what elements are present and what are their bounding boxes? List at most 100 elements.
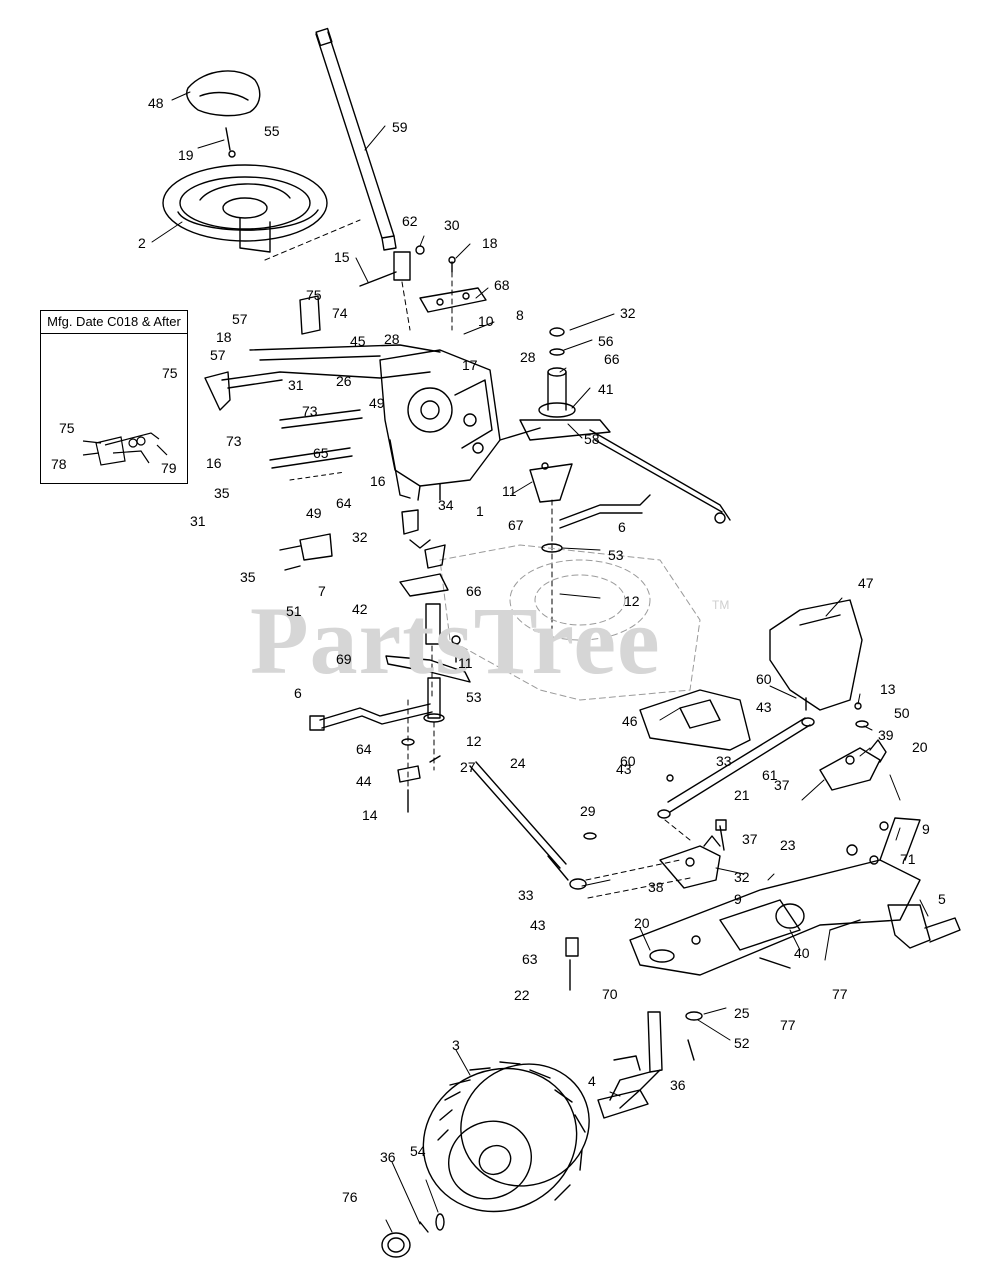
part-callout[interactable]: 75 [306,287,322,303]
part-callout[interactable]: 14 [362,807,378,823]
part-callout[interactable]: 42 [352,601,368,617]
part-callout[interactable]: 8 [516,307,524,323]
part-callout[interactable]: 53 [466,689,482,705]
part-callout[interactable]: 52 [734,1035,750,1051]
part-callout[interactable]: 71 [900,851,916,867]
part-callout[interactable]: 32 [620,305,636,321]
inset-callout-78[interactable]: 78 [51,456,67,472]
part-callout[interactable]: 27 [460,759,476,775]
part-callout[interactable]: 39 [878,727,894,743]
part-callout[interactable]: 33 [518,887,534,903]
part-callout[interactable]: 69 [336,651,352,667]
part-callout[interactable]: 33 [716,753,732,769]
part-callout[interactable]: 64 [336,495,352,511]
part-callout[interactable]: 10 [478,313,494,329]
part-callout[interactable]: 37 [742,831,758,847]
part-callout[interactable]: 75 [162,365,178,381]
part-callout[interactable]: 16 [206,455,222,471]
part-callout[interactable]: 24 [510,755,526,771]
part-callout[interactable]: 6 [618,519,626,535]
part-callout[interactable]: 23 [780,837,796,853]
part-callout[interactable]: 20 [912,739,928,755]
part-callout[interactable]: 55 [264,123,280,139]
part-callout[interactable]: 65 [313,445,329,461]
part-callout[interactable]: 20 [634,915,650,931]
part-callout[interactable]: 18 [482,235,498,251]
part-callout[interactable]: 76 [342,1189,358,1205]
part-callout[interactable]: 43 [530,917,546,933]
part-callout[interactable]: 60 [756,671,772,687]
part-callout[interactable]: 77 [832,986,848,1002]
part-callout[interactable]: 12 [466,733,482,749]
part-callout[interactable]: 11 [502,483,517,499]
part-callout[interactable]: 43 [616,761,632,777]
part-callout[interactable]: 35 [214,485,230,501]
part-callout[interactable]: 61 [762,767,778,783]
inset-callout-79[interactable]: 79 [161,460,177,476]
part-callout[interactable]: 13 [880,681,896,697]
part-callout[interactable]: 40 [794,945,810,961]
part-callout[interactable]: 7 [318,583,326,599]
part-callout[interactable]: 4 [588,1073,596,1089]
part-callout[interactable]: 64 [356,741,372,757]
part-callout[interactable]: 9 [734,891,742,907]
part-callout[interactable]: 22 [514,987,530,1003]
part-callout[interactable]: 45 [350,333,366,349]
part-callout[interactable]: 43 [756,699,772,715]
part-callout[interactable]: 37 [774,777,790,793]
part-callout[interactable]: 77 [780,1017,796,1033]
part-callout[interactable]: 73 [302,403,318,419]
part-callout[interactable]: 54 [410,1143,426,1159]
part-callout[interactable]: 67 [508,517,524,533]
part-callout[interactable]: 36 [380,1149,396,1165]
part-callout[interactable]: 70 [602,986,618,1002]
part-callout[interactable]: 66 [466,583,482,599]
part-callout[interactable]: 48 [148,95,164,111]
part-callout[interactable]: 6 [294,685,302,701]
part-callout[interactable]: 18 [216,329,232,345]
part-callout[interactable]: 21 [734,787,750,803]
part-callout[interactable]: 60 [620,753,636,769]
part-callout[interactable]: 28 [384,331,400,347]
part-callout[interactable]: 26 [336,373,352,389]
part-callout[interactable]: 57 [232,311,248,327]
part-callout[interactable]: 62 [402,213,418,229]
part-callout[interactable]: 17 [462,357,478,373]
part-callout[interactable]: 56 [598,333,614,349]
part-callout[interactable]: 59 [392,119,408,135]
part-callout[interactable]: 46 [622,713,638,729]
part-callout[interactable]: 49 [369,395,385,411]
part-callout[interactable]: 58 [584,431,600,447]
part-callout[interactable]: 28 [520,349,536,365]
part-callout[interactable]: 2 [138,235,146,251]
part-callout[interactable]: 1 [476,503,484,519]
part-callout[interactable]: 3 [452,1037,460,1053]
inset-callout-75[interactable]: 75 [59,420,75,436]
part-callout[interactable]: 50 [894,705,910,721]
part-callout[interactable]: 68 [494,277,510,293]
part-callout[interactable]: 5 [938,891,946,907]
part-callout[interactable]: 9 [922,821,930,837]
part-callout[interactable]: 11 [458,655,473,671]
part-callout[interactable]: 74 [332,305,348,321]
part-callout[interactable]: 36 [670,1077,686,1093]
part-callout[interactable]: 31 [288,377,304,393]
part-callout[interactable]: 34 [438,497,454,513]
part-callout[interactable]: 35 [240,569,256,585]
part-callout[interactable]: 41 [598,381,614,397]
part-callout[interactable]: 44 [356,773,372,789]
part-callout[interactable]: 51 [286,603,302,619]
part-callout[interactable]: 31 [190,513,206,529]
part-callout[interactable]: 32 [352,529,368,545]
part-callout[interactable]: 25 [734,1005,750,1021]
part-callout[interactable]: 32 [734,869,750,885]
part-callout[interactable]: 66 [604,351,620,367]
part-callout[interactable]: 16 [370,473,386,489]
part-callout[interactable]: 19 [178,147,194,163]
part-callout[interactable]: 47 [858,575,874,591]
part-callout[interactable]: 53 [608,547,624,563]
part-callout[interactable]: 12 [624,593,640,609]
part-callout[interactable]: 30 [444,217,460,233]
part-callout[interactable]: 38 [648,879,664,895]
part-callout[interactable]: 73 [226,433,242,449]
